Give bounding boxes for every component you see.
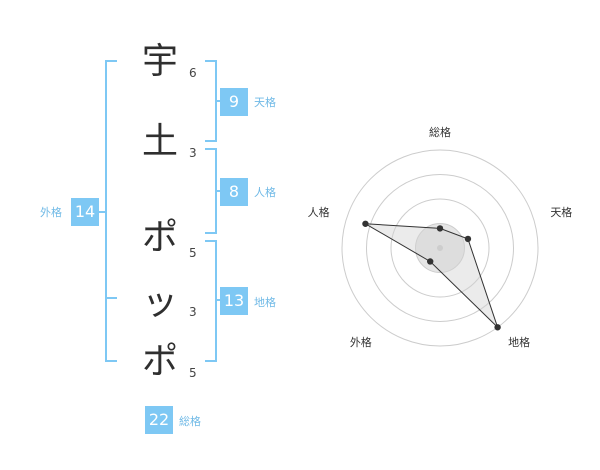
- jinkaku-label: 人格: [254, 186, 276, 199]
- radar-center: [437, 245, 443, 251]
- tenkaku-label: 天格: [254, 96, 276, 109]
- radar-axis-label-5: 人格: [308, 205, 330, 219]
- name-char-1: 宇: [141, 41, 178, 82]
- stroke-count-2: 3: [189, 146, 197, 160]
- chikaku-badge: 13: [220, 287, 248, 315]
- gaikaku-badge: 14: [71, 198, 99, 226]
- radar-axis-label-2: 天格: [550, 205, 572, 219]
- chikaku-connector: [215, 299, 221, 301]
- radar-series-area: [365, 223, 499, 328]
- radar-point-3: [494, 324, 501, 331]
- stroke-count-5: 5: [189, 366, 197, 380]
- jinkaku-badge: 8: [220, 178, 248, 206]
- radar-point-1: [436, 225, 444, 232]
- stroke-count-1: 6: [189, 66, 197, 80]
- name-char-3: ポ: [141, 217, 178, 258]
- radar-point-5: [362, 220, 369, 227]
- tenkaku-badge: 9: [220, 88, 248, 116]
- radar-point-4: [427, 258, 434, 265]
- stroke-count-4: 3: [189, 305, 197, 319]
- name-char-4: ッ: [141, 282, 178, 323]
- name-char-2: 土: [141, 121, 178, 162]
- radar-axis-label-3: 地格: [508, 335, 530, 349]
- radar-axis-label-1: 総格: [429, 125, 451, 139]
- name-char-5: ポ: [141, 341, 178, 382]
- gaikaku-bracket-mid: [107, 297, 117, 299]
- jinkaku-connector: [215, 190, 221, 192]
- chikaku-bracket: [205, 240, 217, 362]
- stroke-count-3: 5: [189, 246, 197, 260]
- soukaku-label: 総格: [179, 415, 201, 428]
- gaikaku-bracket-connector: [98, 211, 107, 213]
- chikaku-label: 地格: [254, 296, 276, 309]
- soukaku-badge: 22: [145, 406, 173, 434]
- radar-axis-label-4: 外格: [350, 335, 372, 349]
- radar-point-2: [464, 235, 472, 243]
- gaikaku-label: 外格: [40, 206, 62, 219]
- tenkaku-connector: [215, 100, 221, 102]
